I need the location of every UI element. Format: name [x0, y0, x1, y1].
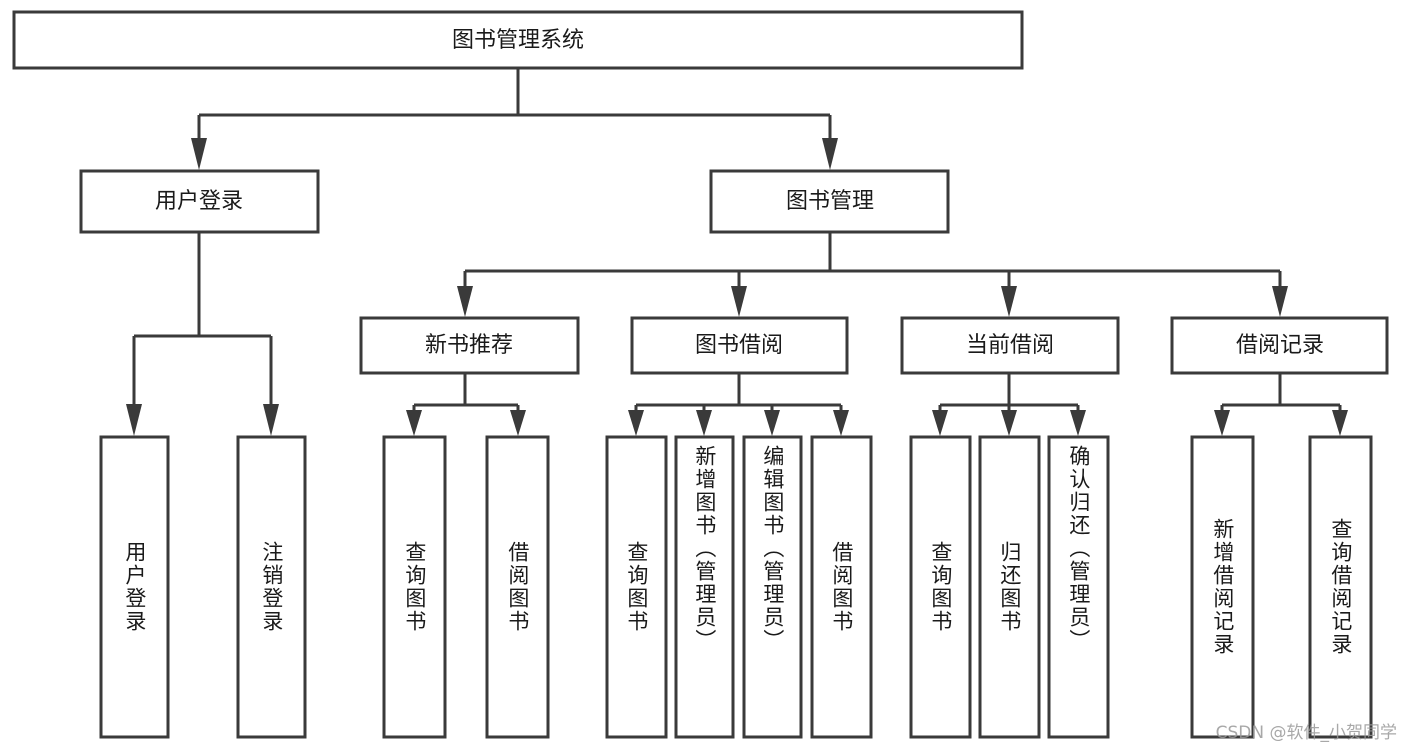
- csdn-watermark: CSDN @软件_小贺同学: [1215, 723, 1397, 743]
- arrow-new-book-leaf-2: [510, 410, 526, 436]
- node-borrow-record[interactable]: 借阅记录: [1170, 316, 1389, 375]
- node-new-book-recommend[interactable]: 新书推荐: [359, 316, 580, 375]
- node-new-book-recommend-label: 新书推荐: [425, 333, 513, 358]
- arrow-user-login-leaf-2: [263, 404, 279, 436]
- arrow-book-borrow-leaf-2: [696, 410, 712, 436]
- node-root[interactable]: 图书管理系统: [12, 10, 1024, 70]
- leaf-user-login-box[interactable]: [99, 435, 170, 739]
- node-user-login-label: 用户登录: [155, 189, 243, 214]
- leaf-logout-box[interactable]: [236, 435, 307, 739]
- arrow-current-borrow-leaf-3: [1070, 410, 1086, 436]
- leaf-query-book-3-box[interactable]: [909, 435, 972, 739]
- node-book-borrow-box[interactable]: [630, 316, 849, 375]
- node-borrow-record-label: 借阅记录: [1236, 333, 1324, 358]
- leaf-return-book-box[interactable]: [978, 435, 1041, 739]
- leaf-borrow-book-2-box[interactable]: [810, 435, 873, 739]
- arrow-root-to-book-manage: [822, 138, 838, 170]
- leaf-query-book-1-box[interactable]: [382, 435, 447, 739]
- arrow-current-borrow-leaf-1: [932, 410, 948, 436]
- arrow-book-manage-to-book-borrow: [731, 286, 747, 317]
- leaf-borrow-book-1-box[interactable]: [485, 435, 550, 739]
- leaf-add-record-box[interactable]: [1190, 435, 1255, 739]
- leaf-layer: [99, 435, 1373, 739]
- node-current-borrow-box[interactable]: [900, 316, 1120, 375]
- node-borrow-record-box[interactable]: [1170, 316, 1389, 375]
- arrow-book-manage-to-current-borrow: [1001, 286, 1017, 317]
- leaf-query-book-2-box[interactable]: [605, 435, 668, 739]
- arrow-new-book-leaf-1: [406, 410, 422, 436]
- node-user-login-box[interactable]: [79, 169, 320, 234]
- node-root-box[interactable]: [12, 10, 1024, 70]
- arrow-current-borrow-leaf-2: [1001, 410, 1017, 436]
- arrow-book-manage-to-borrow-record: [1272, 286, 1288, 317]
- arrow-book-manage-to-new-book: [457, 286, 473, 317]
- node-current-borrow-label: 当前借阅: [966, 333, 1054, 358]
- node-root-label: 图书管理系统: [452, 28, 584, 53]
- node-book-manage[interactable]: 图书管理: [709, 169, 950, 234]
- arrow-user-login-leaf-1: [126, 404, 142, 436]
- node-book-borrow[interactable]: 图书借阅: [630, 316, 849, 375]
- arrow-book-borrow-leaf-3: [764, 410, 780, 436]
- arrow-root-to-user-login: [191, 138, 207, 170]
- leaf-edit-book-box[interactable]: [742, 435, 803, 739]
- node-book-manage-box[interactable]: [709, 169, 950, 234]
- arrow-borrow-record-leaf-2: [1332, 410, 1348, 436]
- node-book-manage-label: 图书管理: [786, 189, 874, 214]
- node-current-borrow[interactable]: 当前借阅: [900, 316, 1120, 375]
- node-book-borrow-label: 图书借阅: [695, 333, 783, 358]
- node-user-login[interactable]: 用户登录: [79, 169, 320, 234]
- leaf-confirm-return-box[interactable]: [1047, 435, 1110, 739]
- arrow-book-borrow-leaf-1: [628, 410, 644, 436]
- node-new-book-recommend-box[interactable]: [359, 316, 580, 375]
- leaf-add-book-box[interactable]: [674, 435, 735, 739]
- connector-layer: [126, 68, 1348, 436]
- leaf-query-record-box[interactable]: [1308, 435, 1373, 739]
- arrow-borrow-record-leaf-1: [1214, 410, 1230, 436]
- arrow-book-borrow-leaf-4: [833, 410, 849, 436]
